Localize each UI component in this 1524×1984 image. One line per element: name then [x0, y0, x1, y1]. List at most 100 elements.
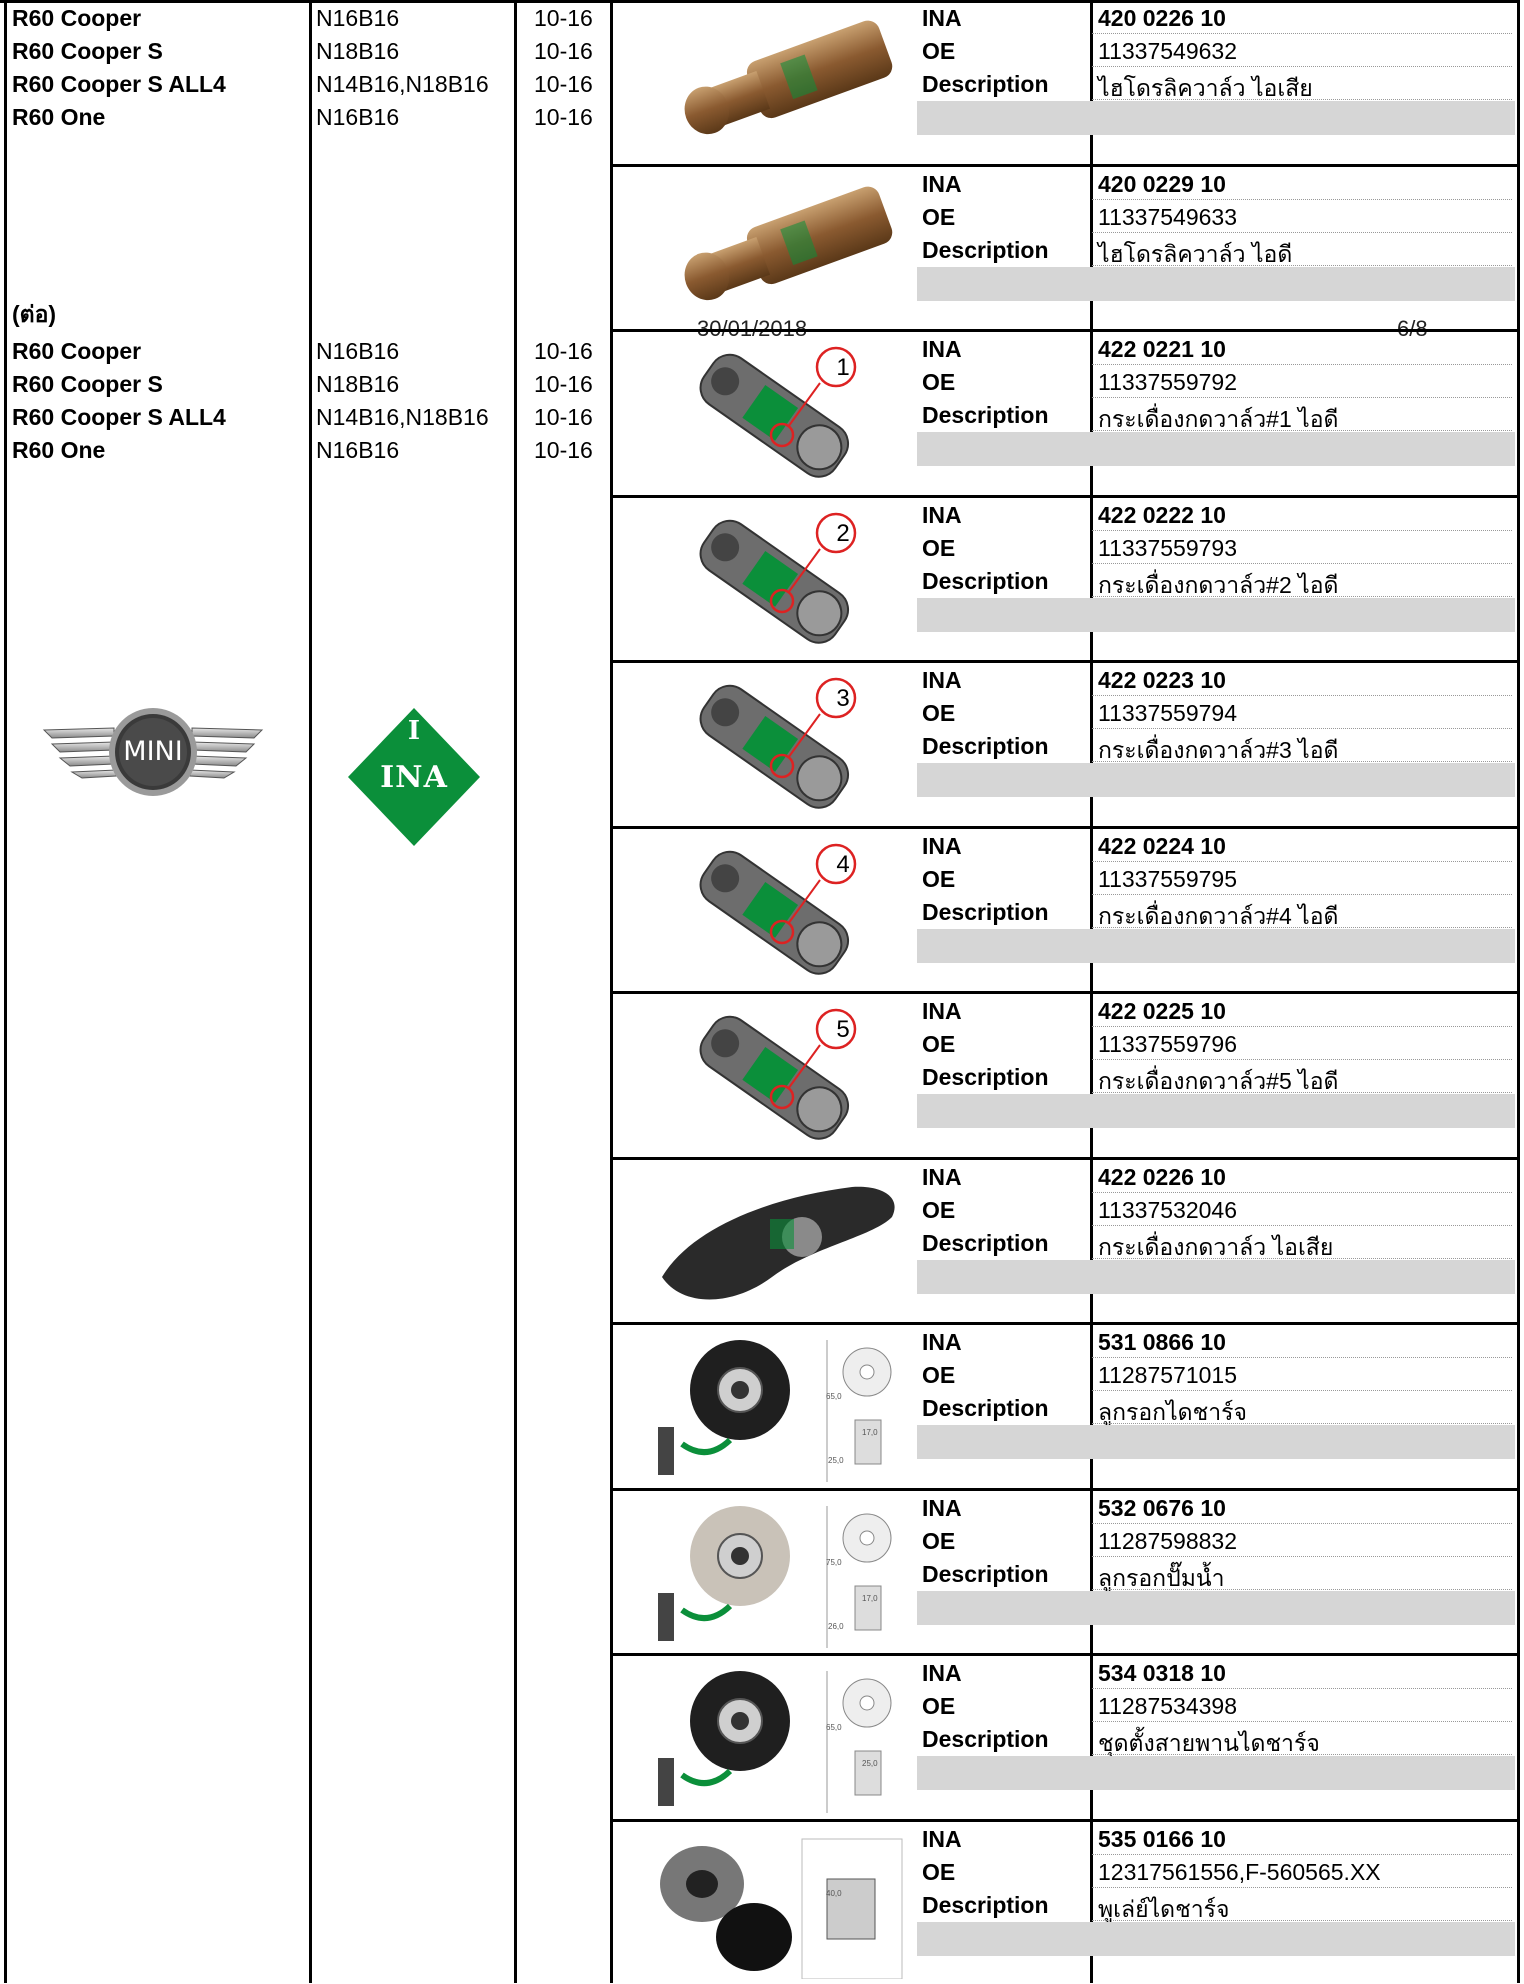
- dotted-rule: [1092, 1390, 1512, 1391]
- oe-part-number: 11337549633: [1098, 204, 1237, 230]
- product-image: [652, 670, 912, 820]
- mini-logo: MINI: [42, 706, 264, 798]
- oe-part-number: 11337559793: [1098, 535, 1237, 561]
- dotted-rule: [1092, 265, 1512, 266]
- rocker-arm-exhaust-icon: [652, 1186, 912, 1321]
- col-divider-engine: [514, 0, 517, 1983]
- dotted-rule: [1092, 1887, 1512, 1888]
- dimension-label: 40,0: [826, 1889, 842, 1898]
- model-list-1: R60 Cooper R60 Cooper S R60 Cooper S ALL…: [12, 2, 226, 134]
- product-image: [652, 505, 912, 655]
- model-name: R60 Cooper S: [12, 38, 163, 64]
- model-name: R60 One: [12, 104, 106, 130]
- dotted-rule: [1092, 861, 1512, 862]
- ina-part-number: 422 0226 10: [1098, 1164, 1226, 1190]
- engine-code: N18B16: [316, 38, 400, 64]
- year-range: 10-16: [534, 5, 593, 31]
- row-divider: [612, 1322, 1520, 1325]
- blank-shaded-row: [917, 1922, 1515, 1956]
- year-range: 10-16: [534, 437, 593, 463]
- ina-label: INA: [922, 171, 962, 197]
- dimension-label: 17,0: [862, 1428, 878, 1437]
- tensioner-pulley-icon: [652, 1340, 912, 1486]
- ina-part-number: 422 0224 10: [1098, 833, 1226, 859]
- oe-part-number: 11287534398: [1098, 1693, 1237, 1719]
- row-divider: [612, 1157, 1520, 1160]
- oe-part-number: 11337532046: [1098, 1197, 1237, 1223]
- blank-shaded-row: [917, 598, 1515, 632]
- engine-code: N16B16: [316, 437, 400, 463]
- ina-label: INA: [922, 833, 962, 859]
- hydraulic-lifter-icon: [652, 186, 912, 328]
- dotted-rule: [1092, 1225, 1512, 1226]
- description-label: Description: [922, 899, 1049, 925]
- oe-label: OE: [922, 866, 956, 892]
- ina-label: INA: [922, 1164, 962, 1190]
- page-number: 6/8: [1397, 316, 1428, 342]
- dimension-label: 17,0: [862, 1594, 878, 1603]
- dotted-rule: [1092, 728, 1512, 729]
- value-col-divider: [1090, 166, 1093, 331]
- idler-pulley-icon: [652, 1506, 912, 1652]
- description-label: Description: [922, 1561, 1049, 1587]
- blank-shaded-row: [917, 1425, 1515, 1459]
- alternator-pulley-icon: [652, 1838, 912, 1983]
- product-image: [652, 836, 912, 986]
- ina-label: INA: [922, 502, 962, 528]
- dotted-rule: [1092, 563, 1512, 564]
- dotted-rule: [1092, 33, 1512, 34]
- product-image: [652, 339, 912, 489]
- description-label: Description: [922, 71, 1049, 97]
- rocker-arm-icon: [652, 346, 912, 493]
- year-list-1: 10-16 10-16 10-16 10-16: [534, 2, 593, 134]
- dimension-label: 65,0: [826, 1392, 842, 1401]
- col-divider-model: [309, 0, 312, 1983]
- ina-part-number: 534 0318 10: [1098, 1660, 1226, 1686]
- description-text: ลูกรอกไดชาร์จ: [1098, 1399, 1247, 1425]
- description-text: ชุดตั้งสายพานไดชาร์จ: [1098, 1730, 1320, 1756]
- ina-part-number: 422 0221 10: [1098, 336, 1226, 362]
- row-divider: [612, 1653, 1520, 1656]
- dotted-rule: [1092, 894, 1512, 895]
- top-border: [0, 0, 1520, 3]
- product-image: [652, 1663, 912, 1813]
- year-range: 10-16: [534, 404, 593, 430]
- description-text: กระเดื่องกดวาล์ว#1 ไอดี: [1098, 406, 1339, 432]
- description-label: Description: [922, 1726, 1049, 1752]
- ina-label: INA: [922, 5, 962, 31]
- product-image: [652, 1167, 912, 1317]
- ina-label: INA: [922, 1826, 962, 1852]
- value-col-divider: [1090, 1490, 1093, 1655]
- ina-part-number: 422 0223 10: [1098, 667, 1226, 693]
- row-divider: [612, 329, 1520, 332]
- hydraulic-lifter-icon: [652, 20, 912, 162]
- ina-part-number: 420 0229 10: [1098, 171, 1226, 197]
- description-text: กระเดื่องกดวาล์ว ไอเสีย: [1098, 1234, 1334, 1260]
- description-text: กระเดื่องกดวาล์ว#4 ไอดี: [1098, 903, 1339, 929]
- description-text: กระเดื่องกดวาล์ว#5 ไอดี: [1098, 1068, 1339, 1094]
- mini-logo-text: MINI: [123, 736, 183, 767]
- row-divider: [612, 826, 1520, 829]
- border-left: [4, 0, 7, 1983]
- position-number: 4: [836, 851, 850, 878]
- year-range: 10-16: [534, 38, 593, 64]
- row-divider: [612, 660, 1520, 663]
- oe-part-number: 11337559795: [1098, 866, 1237, 892]
- year-range: 10-16: [534, 71, 593, 97]
- oe-label: OE: [922, 1693, 956, 1719]
- blank-shaded-row: [917, 101, 1515, 135]
- row-divider: [612, 1488, 1520, 1491]
- dimension-label: 26,0: [828, 1622, 844, 1631]
- dotted-rule: [1092, 66, 1512, 67]
- dimension-label: 75,0: [826, 1558, 842, 1567]
- oe-label: OE: [922, 1859, 956, 1885]
- model-name: R60 Cooper S: [12, 371, 163, 397]
- dotted-rule: [1092, 695, 1512, 696]
- rocker-arm-icon: [652, 1008, 912, 1155]
